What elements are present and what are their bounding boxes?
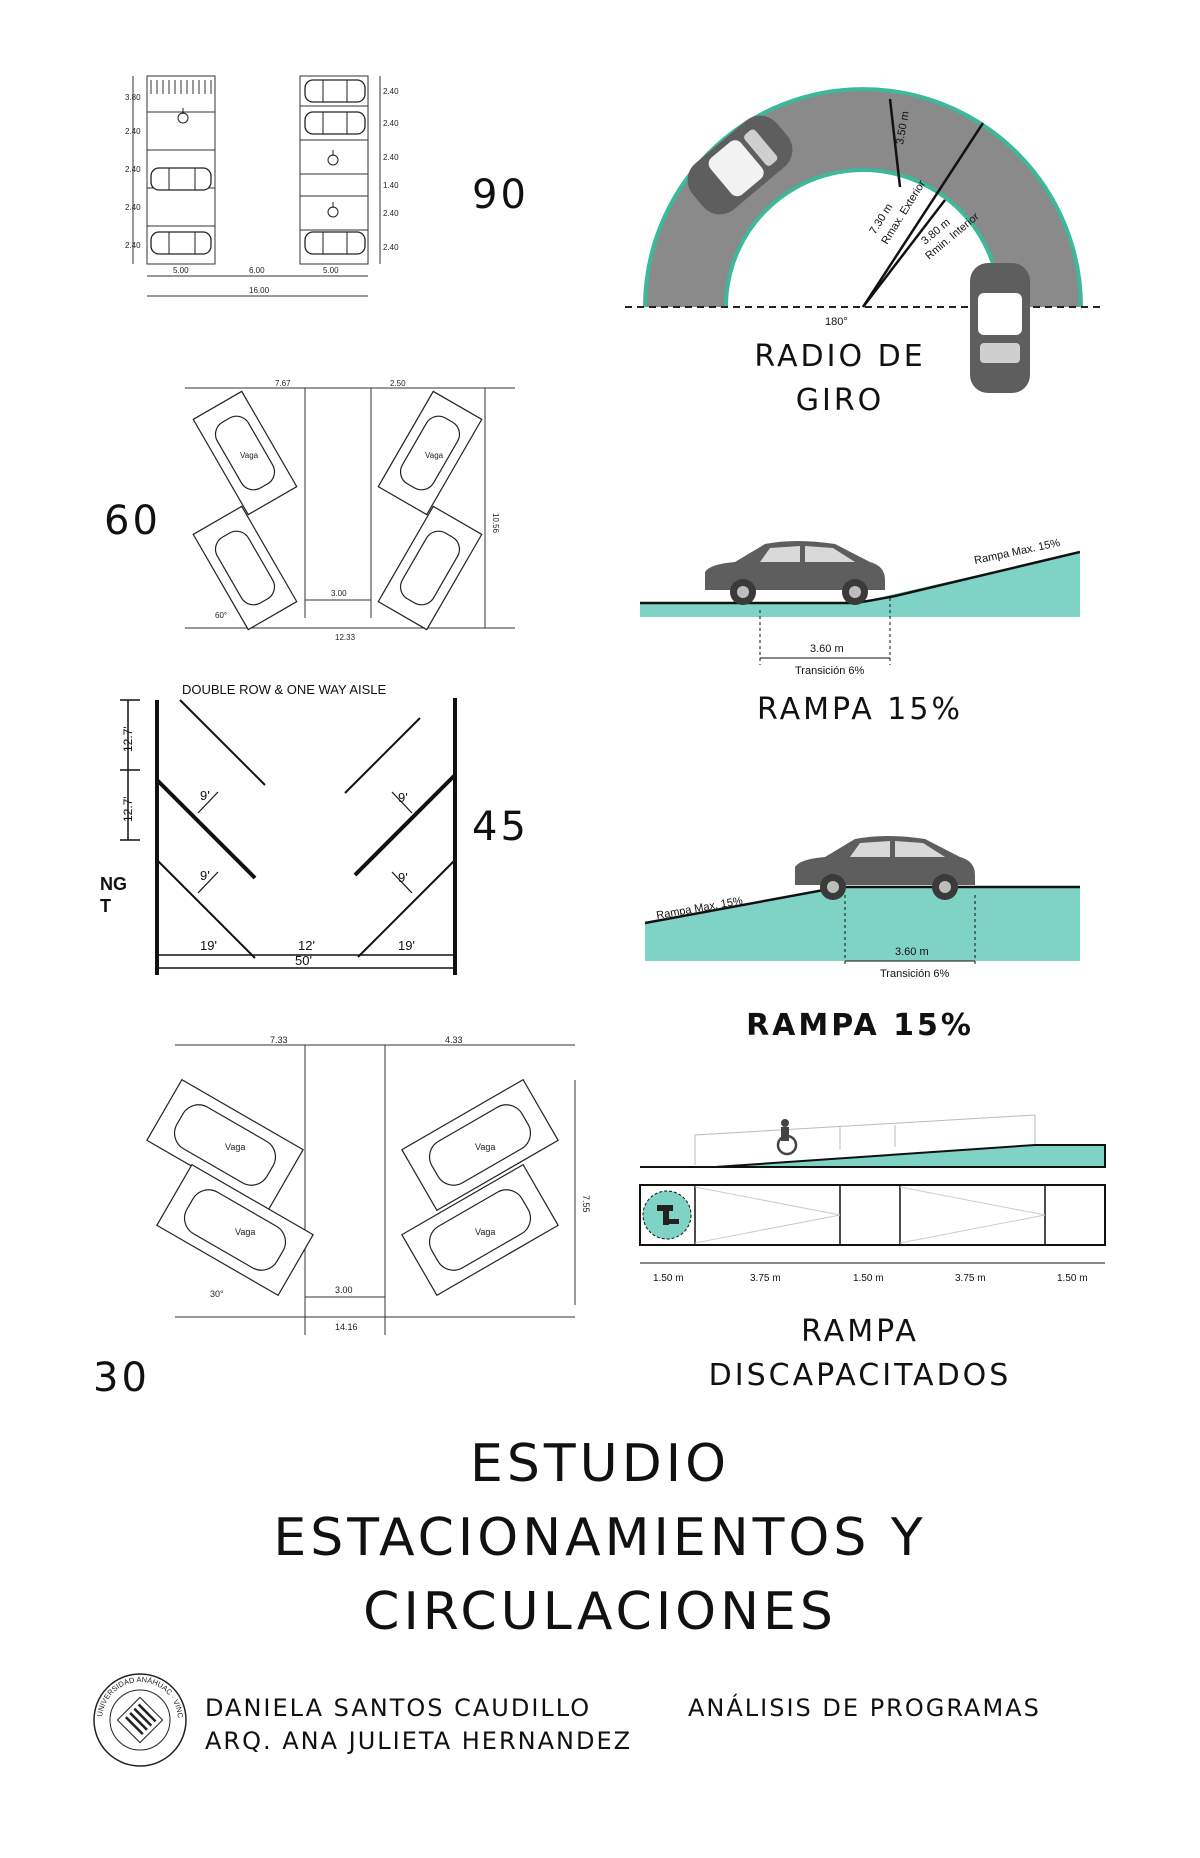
svg-text:Transición 6%: Transición 6% [795, 665, 865, 677]
svg-text:Vaga: Vaga [235, 1227, 255, 1237]
svg-text:2.40: 2.40 [125, 127, 141, 136]
svg-text:19': 19' [200, 938, 217, 953]
svg-text:3.00: 3.00 [335, 1285, 353, 1295]
svg-text:2.50: 2.50 [390, 379, 406, 388]
title-line-2: ESTACIONAMIENTOS Y [273, 1508, 927, 1568]
dim-90-w2: 6.00 [249, 266, 265, 275]
svg-text:60°: 60° [215, 611, 227, 620]
svg-text:14.16: 14.16 [335, 1322, 358, 1332]
svg-text:Transición 6%: Transición 6% [880, 968, 950, 980]
svg-text:9': 9' [200, 788, 210, 803]
svg-text:Vaga: Vaga [225, 1142, 245, 1152]
svg-text:9': 9' [398, 870, 408, 885]
svg-text:3.60 m: 3.60 m [895, 946, 929, 958]
svg-text:12': 12' [298, 938, 315, 953]
turning-radius-drawing: 3.50 m 7.30 m Rmax. Exterior 3.80 m Rmin… [625, 87, 1100, 393]
parking-30-drawing: 7.33 4.33 3.00 14.16 7.55 30° Vaga Vaga … [146, 1035, 591, 1335]
professor-name: ARQ. ANA JULIETA HERNANDEZ [205, 1727, 633, 1755]
svg-text:19': 19' [398, 938, 415, 953]
dim-90-total: 16.00 [249, 286, 270, 295]
course-name: ANÁLISIS DE PROGRAMAS [688, 1694, 1041, 1722]
svg-text:2.40: 2.40 [125, 165, 141, 174]
svg-text:2.40: 2.40 [383, 119, 399, 128]
svg-text:1.50 m: 1.50 m [1057, 1273, 1088, 1284]
svg-text:30°: 30° [210, 1289, 224, 1299]
svg-text:12.7': 12.7' [121, 726, 135, 752]
parking-60-drawing: 7.67 2.50 3.00 12.33 10.56 60° Vaga Vaga [185, 379, 515, 642]
svg-text:Vaga: Vaga [475, 1227, 495, 1237]
svg-text:12.33: 12.33 [335, 633, 356, 642]
svg-text:7.33: 7.33 [270, 1035, 288, 1045]
rampa-discapacitados-caption: RAMPA DISCAPACITADOS [708, 1314, 1012, 1393]
svg-text:10.56: 10.56 [491, 513, 500, 534]
d45-heading: DOUBLE ROW & ONE WAY AISLE [182, 682, 387, 697]
svg-text:9': 9' [200, 868, 210, 883]
svg-text:3.80: 3.80 [125, 93, 141, 102]
angle-90-label: 90 [472, 172, 529, 218]
angle-30-label: 30 [93, 1355, 150, 1401]
svg-text:3.60 m: 3.60 m [810, 643, 844, 655]
ramp-up-drawing: Rampa Max. 15% 3.60 m Transición 6% [640, 537, 1080, 677]
svg-text:1.50 m: 1.50 m [653, 1273, 684, 1284]
author-name: DANIELA SANTOS CAUDILLO [205, 1694, 592, 1722]
angle-60-label: 60 [104, 498, 161, 544]
parking-90-drawing: 5.00 6.00 5.00 16.00 3.80 2.40 2.40 2.40… [125, 75, 399, 297]
page-title: ESTUDIO ESTACIONAMIENTOS Y CIRCULACIONES [0, 1432, 1200, 1644]
ramp-down-drawing: Rampa Max. 15% 3.60 m Transición 6% [644, 836, 1080, 980]
svg-text:7.55: 7.55 [581, 1195, 591, 1213]
svg-text:3.75 m: 3.75 m [750, 1273, 781, 1284]
svg-text:2.40: 2.40 [125, 241, 141, 250]
svg-text:2.40: 2.40 [383, 153, 399, 162]
dim-90-w1: 5.00 [173, 266, 189, 275]
svg-text:Vaga: Vaga [475, 1142, 495, 1152]
svg-text:12.7': 12.7' [121, 796, 135, 822]
svg-text:NG: NG [100, 874, 127, 894]
svg-text:1.40: 1.40 [383, 181, 399, 190]
svg-text:50': 50' [295, 953, 312, 968]
svg-text:Vaga: Vaga [240, 451, 259, 460]
svg-text:2.40: 2.40 [383, 209, 399, 218]
svg-text:2.40: 2.40 [125, 203, 141, 212]
svg-text:Vaga: Vaga [425, 451, 444, 460]
title-line-1: ESTUDIO [470, 1434, 730, 1494]
parking-45-drawing: DOUBLE ROW & ONE WAY AISLE 12.7' 12.7' 9… [100, 682, 457, 975]
university-logo: UNIVERSIDAD ANÁHUAC · VINCE IN BONO MALU… [90, 1670, 187, 1767]
dim-90-w3: 5.00 [323, 266, 339, 275]
radio-giro-caption: RADIO DE GIRO [754, 339, 926, 418]
svg-text:2.40: 2.40 [383, 87, 399, 96]
rampa-caption-2: RAMPA 15% [746, 1008, 974, 1043]
svg-text:1.50 m: 1.50 m [853, 1273, 884, 1284]
svg-text:7.67: 7.67 [275, 379, 291, 388]
svg-text:3.75 m: 3.75 m [955, 1273, 986, 1284]
radio-outer-dim: 3.50 m [894, 110, 912, 145]
svg-text:T: T [100, 896, 111, 916]
angle-45-label: 45 [472, 804, 529, 850]
svg-text:2.40: 2.40 [383, 243, 399, 252]
svg-text:3.00: 3.00 [331, 589, 347, 598]
svg-text:4.33: 4.33 [445, 1035, 463, 1045]
accessible-ramp-drawing: 1.50 m 3.75 m 1.50 m 3.75 m 1.50 m [639, 1114, 1106, 1284]
svg-text:9': 9' [398, 790, 408, 805]
title-line-3: CIRCULACIONES [363, 1582, 837, 1642]
radio-angle: 180° [825, 316, 848, 328]
rampa-caption-1: RAMPA 15% [757, 692, 963, 727]
